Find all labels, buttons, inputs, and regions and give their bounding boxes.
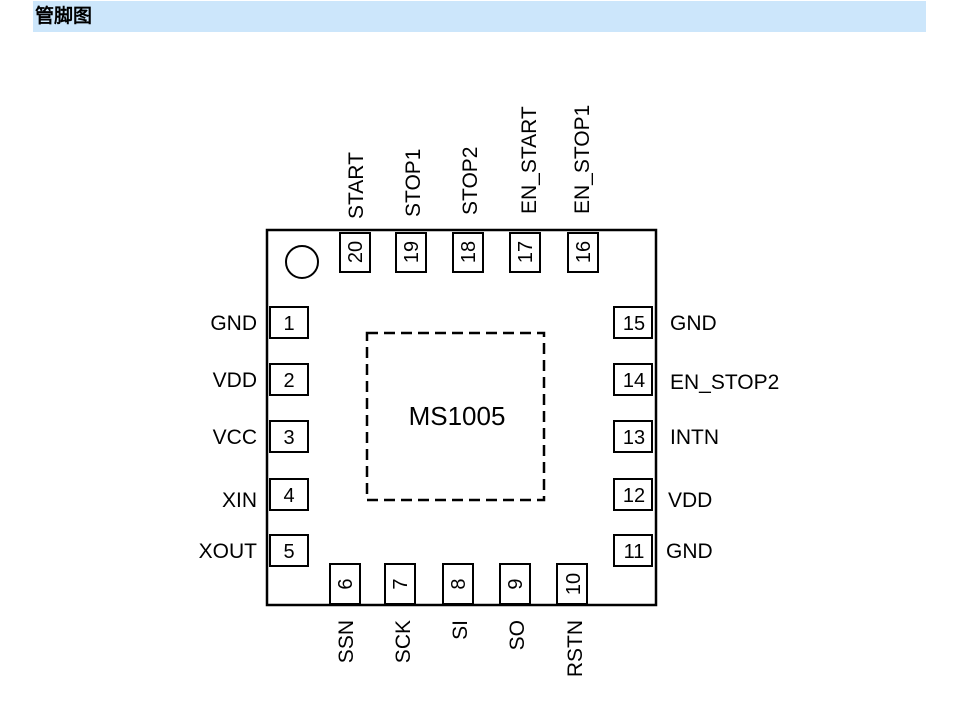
pin-number: 5 bbox=[283, 541, 294, 563]
pin-2: 2 VDD bbox=[213, 363, 309, 396]
pin-12: 12 VDD bbox=[613, 478, 712, 512]
pin-pad bbox=[269, 534, 309, 567]
pin-pad bbox=[499, 563, 531, 605]
pin-name: GND bbox=[210, 312, 257, 335]
pin-name: GND bbox=[670, 312, 717, 335]
pin-number: 9 bbox=[505, 578, 527, 589]
pin-pad bbox=[329, 563, 361, 605]
pin-pad bbox=[613, 306, 653, 339]
pin-name: STOP2 bbox=[459, 147, 482, 215]
pin-name: SI bbox=[449, 620, 472, 640]
pin-number: 10 bbox=[563, 573, 585, 595]
pin-9: 9 SO bbox=[499, 563, 531, 650]
pin-number: 17 bbox=[515, 241, 537, 263]
pin-number: 4 bbox=[283, 485, 294, 507]
pin-name: VDD bbox=[213, 369, 257, 392]
pin-18: 18 STOP2 bbox=[452, 147, 484, 273]
pin-15: 15 GND bbox=[613, 306, 717, 339]
pin-name: SSN bbox=[335, 620, 358, 663]
pin-number: 13 bbox=[623, 427, 645, 449]
pin-number: 1 bbox=[283, 313, 294, 335]
pin-number: 7 bbox=[390, 578, 412, 589]
pin-11: 11 GND bbox=[613, 534, 713, 567]
pin-name: SCK bbox=[392, 620, 415, 663]
pin-10: 10 RSTN bbox=[556, 563, 588, 677]
pin-number: 14 bbox=[623, 370, 645, 392]
pin-number: 8 bbox=[448, 578, 470, 589]
pin-number: 12 bbox=[623, 485, 645, 507]
pin-pad bbox=[442, 563, 474, 605]
page-title: 管脚图 bbox=[35, 5, 93, 27]
pin-pad bbox=[339, 232, 371, 273]
pin-3: 3 VCC bbox=[213, 420, 309, 453]
pin-4: 4 XIN bbox=[222, 478, 309, 512]
pin-name: VDD bbox=[668, 489, 712, 512]
pin-6: 6 SSN bbox=[329, 563, 361, 663]
pin-pad bbox=[509, 232, 541, 273]
pin-pad bbox=[395, 232, 427, 273]
exposed-pad-outline bbox=[365, 331, 546, 502]
pin-name: XIN bbox=[222, 489, 257, 512]
pin-pad bbox=[613, 420, 653, 453]
pin-name: SO bbox=[506, 620, 529, 650]
header-bar: 管脚图 bbox=[33, 1, 926, 32]
pin1-marker-circle bbox=[285, 245, 319, 279]
pin-number: 2 bbox=[283, 370, 294, 392]
pin-17: 17 EN_START bbox=[509, 106, 541, 273]
pin-name: STOP1 bbox=[402, 149, 425, 217]
pin-pad bbox=[269, 420, 309, 453]
pin-5: 5 XOUT bbox=[199, 534, 309, 567]
pin-pad bbox=[452, 232, 484, 273]
pin-number: 15 bbox=[623, 313, 645, 335]
pin-name: XOUT bbox=[199, 540, 258, 563]
pin-pad bbox=[613, 478, 653, 511]
pin-name: INTN bbox=[670, 426, 719, 449]
pin-14: 14 EN_STOP2 bbox=[613, 363, 779, 396]
pin-pad bbox=[269, 306, 309, 339]
pin-name: START bbox=[345, 152, 368, 219]
pin-pad bbox=[269, 363, 309, 396]
pin-number: 11 bbox=[624, 541, 645, 563]
pin-number: 6 bbox=[335, 578, 357, 589]
pin-16: 16 EN_STOP1 bbox=[567, 105, 599, 273]
pin-1: 1 GND bbox=[210, 306, 309, 339]
pin-name: EN_START bbox=[518, 106, 541, 214]
pin-number: 3 bbox=[283, 427, 294, 449]
pin-number: 16 bbox=[573, 241, 595, 263]
chip-name: MS1005 bbox=[409, 401, 506, 431]
pin-number: 19 bbox=[401, 241, 423, 263]
pin-pad bbox=[567, 232, 599, 273]
pin-19: 19 STOP1 bbox=[395, 149, 427, 273]
pin-number: 18 bbox=[458, 241, 480, 263]
pin-pad bbox=[556, 563, 588, 605]
pin-name: EN_STOP1 bbox=[571, 105, 594, 214]
pin-20: 20 START bbox=[339, 152, 371, 273]
pin-name: RSTN bbox=[564, 620, 587, 677]
pin-name: EN_STOP2 bbox=[670, 371, 779, 394]
pin-pad bbox=[384, 563, 416, 605]
pin-7: 7 SCK bbox=[384, 563, 416, 663]
pin-pad bbox=[613, 534, 653, 567]
pin-8: 8 SI bbox=[442, 563, 474, 640]
pin-pad bbox=[613, 363, 653, 396]
pin-name: VCC bbox=[213, 426, 257, 449]
pin-number: 20 bbox=[345, 241, 367, 263]
pin-name: GND bbox=[666, 540, 713, 563]
pin-13: 13 INTN bbox=[613, 420, 719, 453]
pin-pad bbox=[269, 478, 309, 511]
